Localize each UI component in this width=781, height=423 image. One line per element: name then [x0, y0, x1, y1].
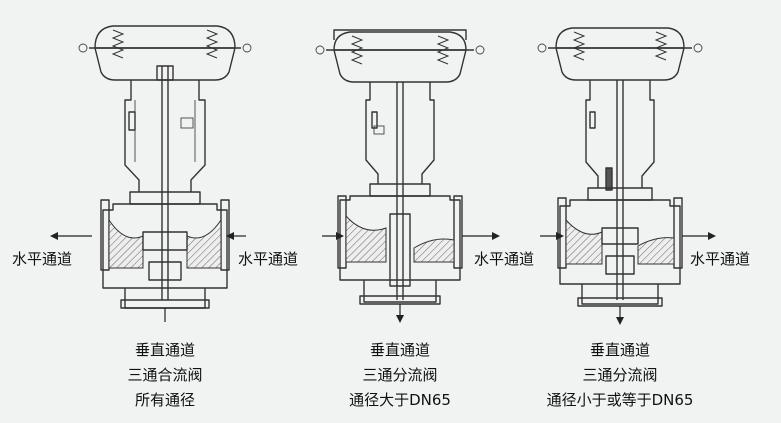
caption-line: 垂直通道 — [589, 341, 650, 359]
valve-body-2 — [337, 183, 463, 305]
valve-body-3 — [557, 187, 683, 307]
flow-arrows — [50, 232, 716, 325]
actuator-1 — [78, 25, 252, 81]
caption-line: 三通分流阀 — [582, 366, 658, 384]
valve-3-diverting-small — [537, 27, 703, 307]
horizontal-channel-label-3: 水平通道 — [474, 250, 535, 268]
caption-valve-2: 垂直通道 三通分流阀 通径大于DN65 — [330, 338, 470, 413]
caption-line: 通径小于或等于DN65 — [546, 391, 694, 409]
valve-body-1 — [100, 191, 230, 309]
caption-line: 三通分流阀 — [362, 366, 438, 384]
caption-line: 所有通径 — [134, 391, 195, 409]
valve-1-mixing — [78, 25, 252, 309]
caption-line: 通径大于DN65 — [349, 391, 451, 409]
yoke-3 — [585, 80, 655, 191]
horizontal-channel-label-2: 水平通道 — [238, 250, 299, 268]
yoke-1 — [124, 80, 206, 192]
actuator-3 — [537, 27, 703, 81]
actuator-2 — [315, 29, 485, 83]
valve-2-diverting-large — [315, 29, 485, 305]
horizontal-channel-label-1: 水平通道 — [12, 250, 73, 268]
caption-line: 垂直通道 — [134, 341, 195, 359]
caption-valve-3: 垂直通道 三通分流阀 通径小于或等于DN65 — [530, 338, 710, 413]
horizontal-channel-label-4: 水平通道 — [690, 250, 751, 268]
caption-line: 三通合流阀 — [127, 366, 203, 384]
caption-valve-1: 垂直通道 三通合流阀 所有通径 — [105, 338, 225, 413]
caption-line: 垂直通道 — [369, 341, 430, 359]
yoke-2 — [365, 82, 435, 184]
